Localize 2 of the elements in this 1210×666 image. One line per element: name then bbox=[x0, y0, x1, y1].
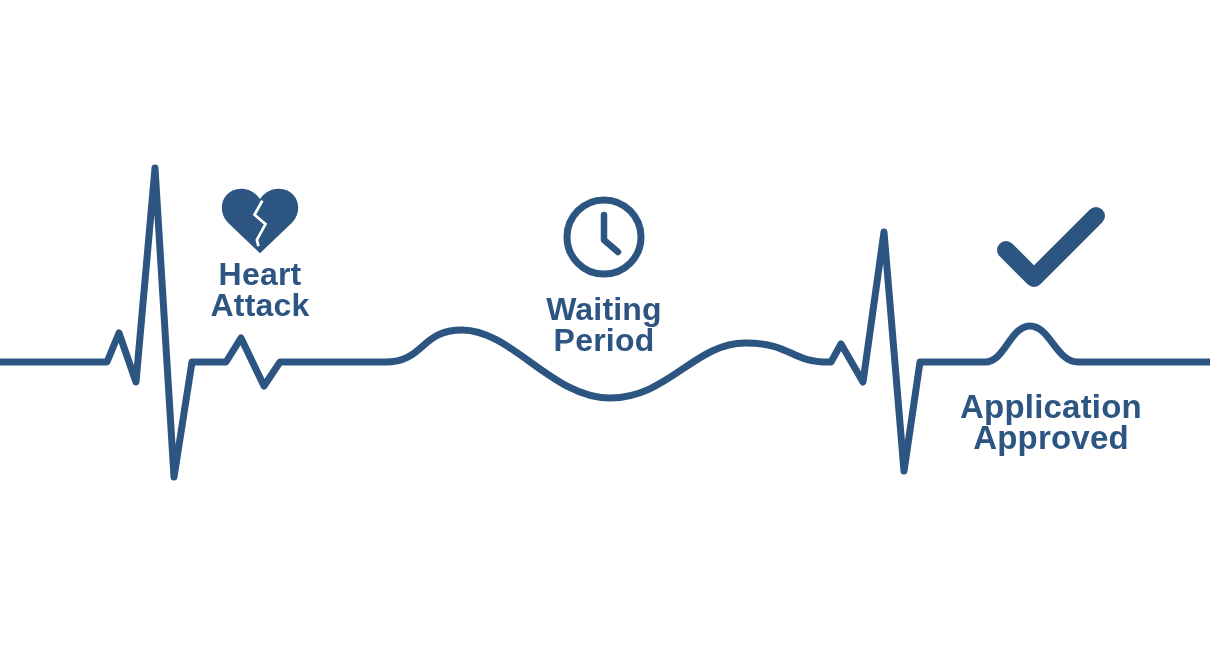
event-label: Waiting Period bbox=[546, 294, 662, 356]
event-label: Heart Attack bbox=[210, 259, 310, 321]
